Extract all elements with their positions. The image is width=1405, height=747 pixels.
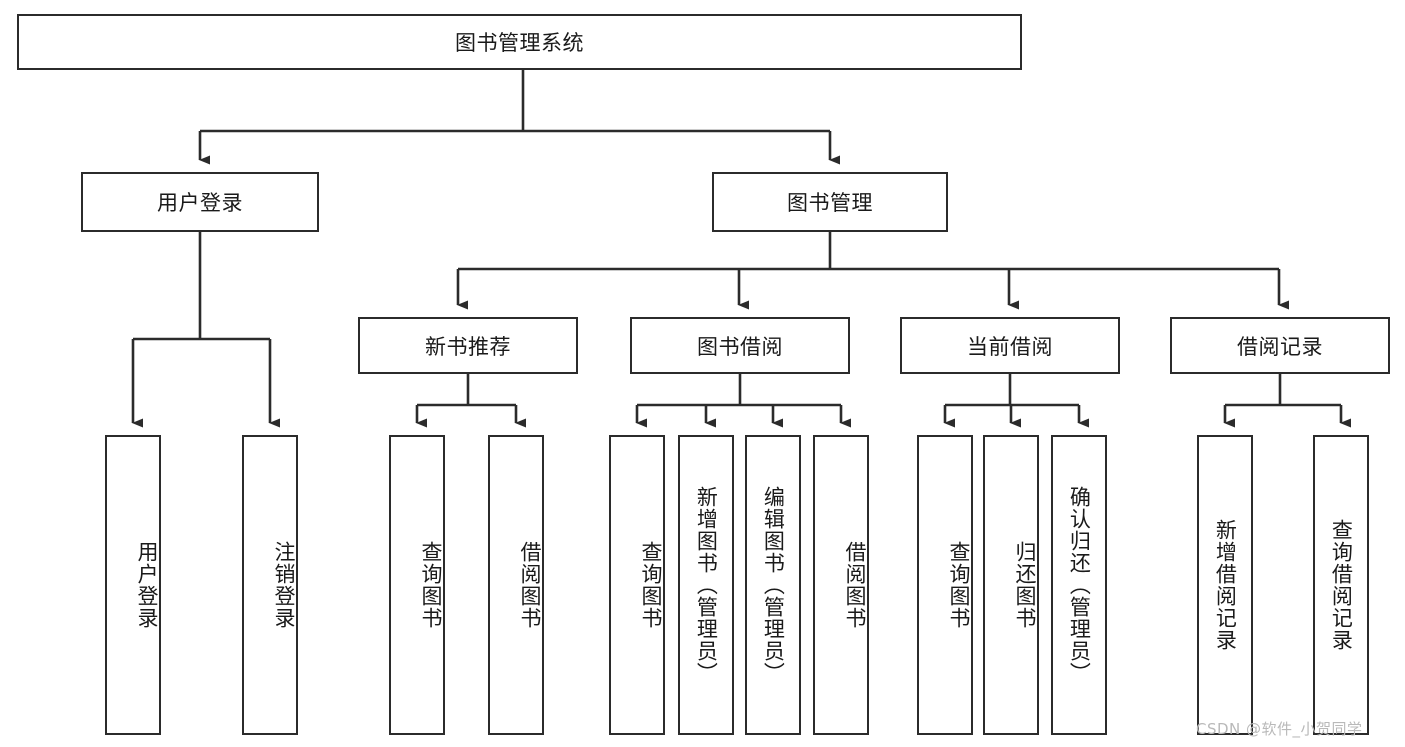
leaf-return-book-label: 归还图书 xyxy=(1013,541,1037,629)
leaf-confirm-return-label: 确认归还（管理员） xyxy=(1067,486,1092,684)
leaf-borrow-book-1-label: 借阅图书 xyxy=(518,541,542,629)
leaf-confirm-return[interactable]: 确认归还（管理员） xyxy=(1051,435,1107,735)
leaf-logout[interactable]: 注销登录 xyxy=(242,435,298,735)
leaf-query-book-1[interactable]: 查询图书 xyxy=(389,435,445,735)
leaf-add-book[interactable]: 新增图书（管理员） xyxy=(678,435,734,735)
leaf-user-login[interactable]: 用户登录 xyxy=(105,435,161,735)
leaf-query-book-2-label: 查询图书 xyxy=(639,541,663,629)
leaf-add-record-label: 新增借阅记录 xyxy=(1213,519,1238,651)
leaf-logout-label: 注销登录 xyxy=(272,541,296,629)
node-user-login[interactable]: 用户登录 xyxy=(81,172,319,232)
node-current-borrow[interactable]: 当前借阅 xyxy=(900,317,1120,374)
leaf-edit-book-label: 编辑图书（管理员） xyxy=(761,486,786,684)
node-borrow-record-label: 借阅记录 xyxy=(1237,334,1323,359)
leaf-edit-book[interactable]: 编辑图书（管理员） xyxy=(745,435,801,735)
leaf-add-record[interactable]: 新增借阅记录 xyxy=(1197,435,1253,735)
leaf-query-record-label: 查询借阅记录 xyxy=(1329,519,1354,651)
leaf-user-login-label: 用户登录 xyxy=(135,541,159,629)
node-book-borrow-label: 图书借阅 xyxy=(697,334,783,359)
leaf-borrow-book-2-label: 借阅图书 xyxy=(843,541,867,629)
leaf-return-book[interactable]: 归还图书 xyxy=(983,435,1039,735)
node-current-borrow-label: 当前借阅 xyxy=(967,334,1053,359)
leaf-borrow-book-2[interactable]: 借阅图书 xyxy=(813,435,869,735)
leaf-borrow-book-1[interactable]: 借阅图书 xyxy=(488,435,544,735)
watermark: CSDN @软件_小贺同学 xyxy=(1196,720,1363,738)
node-root-label: 图书管理系统 xyxy=(455,31,584,55)
leaf-query-book-2[interactable]: 查询图书 xyxy=(609,435,665,735)
node-root[interactable]: 图书管理系统 xyxy=(17,14,1022,70)
leaf-query-book-3[interactable]: 查询图书 xyxy=(917,435,973,735)
node-book-borrow[interactable]: 图书借阅 xyxy=(630,317,850,374)
node-new-book-recommend-label: 新书推荐 xyxy=(425,334,511,359)
leaf-query-book-3-label: 查询图书 xyxy=(947,541,971,629)
node-book-management[interactable]: 图书管理 xyxy=(712,172,948,232)
leaf-query-book-1-label: 查询图书 xyxy=(419,541,443,629)
leaf-query-record[interactable]: 查询借阅记录 xyxy=(1313,435,1369,735)
node-user-login-label: 用户登录 xyxy=(157,191,243,215)
node-borrow-record[interactable]: 借阅记录 xyxy=(1170,317,1390,374)
node-new-book-recommend[interactable]: 新书推荐 xyxy=(358,317,578,374)
node-book-management-label: 图书管理 xyxy=(787,191,873,215)
leaf-add-book-label: 新增图书（管理员） xyxy=(694,486,719,684)
